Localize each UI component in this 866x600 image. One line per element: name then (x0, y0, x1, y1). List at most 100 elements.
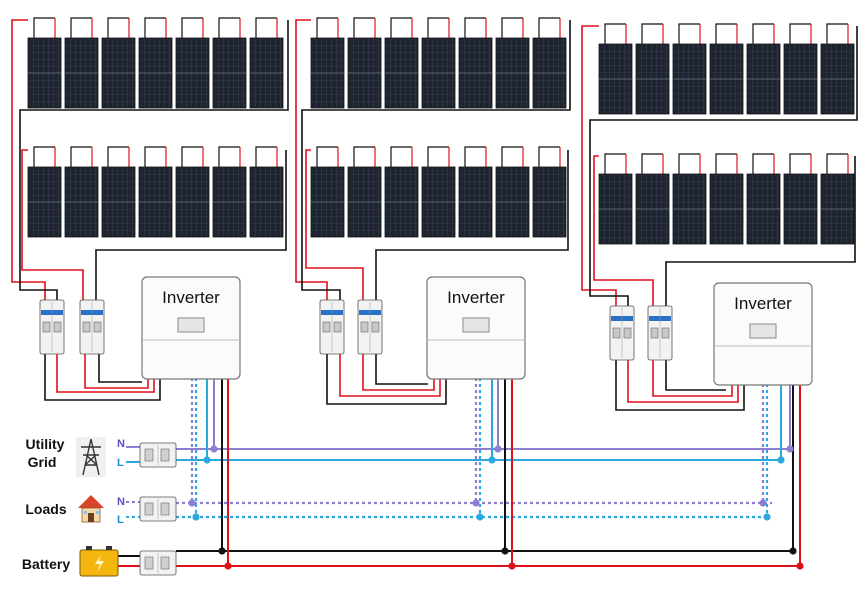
panel-lead (107, 17, 129, 38)
solar-panel (532, 166, 567, 238)
battery-label: Battery (22, 556, 70, 572)
wire (615, 360, 745, 411)
solar-panel (347, 166, 382, 238)
junction-dot (203, 456, 211, 464)
panel-lead (538, 146, 560, 167)
wire (295, 19, 328, 300)
solar-panel (212, 166, 247, 238)
inverter-label: Inverter (447, 288, 505, 307)
loads-l-label: L (117, 514, 124, 526)
wire (19, 20, 289, 300)
solar-panel (495, 166, 530, 238)
solar-panel (310, 166, 345, 238)
solar-panel (746, 43, 781, 115)
solar-panel (249, 166, 284, 238)
inverter-label: Inverter (734, 294, 792, 313)
solar-panel (310, 37, 345, 109)
panel-lead (604, 23, 626, 44)
solar-panel (532, 37, 567, 109)
junction-dot (786, 445, 794, 453)
panel-lead (181, 17, 203, 38)
panel-lead (218, 146, 240, 167)
panel-lead (501, 17, 523, 38)
wire (95, 150, 287, 300)
breaker-icon (319, 299, 345, 355)
transmission-tower-icon (76, 437, 106, 477)
wire (305, 149, 364, 300)
panel-lead (641, 153, 663, 174)
wire (627, 360, 739, 403)
panel-lead (464, 17, 486, 38)
panel-lead (826, 153, 848, 174)
panel-lead (33, 146, 55, 167)
inverter-label: Inverter (162, 288, 220, 307)
wire (84, 354, 149, 389)
wire (98, 354, 142, 383)
panel-lead (316, 17, 338, 38)
solar-panel (635, 173, 670, 245)
solar-panel (495, 37, 530, 109)
panel-lead (181, 146, 203, 167)
solar-panel (672, 173, 707, 245)
panel-lead (427, 17, 449, 38)
wire (589, 26, 858, 306)
breaker-icon (79, 299, 105, 355)
solar-panel (64, 166, 99, 238)
panel-lead (789, 23, 811, 44)
wire (301, 20, 571, 300)
wiring-layer (11, 17, 858, 567)
solar-panel (138, 166, 173, 238)
panel-lead (464, 146, 486, 167)
panel-lead (538, 17, 560, 38)
junction-dot (508, 562, 516, 570)
solar-panel (421, 166, 456, 238)
wire (11, 19, 46, 300)
junction-dot (789, 547, 797, 555)
panel-lead (255, 17, 277, 38)
solar-panel (709, 43, 744, 115)
panel-lead (641, 23, 663, 44)
solar-panel (64, 37, 99, 109)
panel-lead (752, 23, 774, 44)
wire (593, 155, 654, 306)
solar-panel (212, 37, 247, 109)
panel-lead (390, 146, 412, 167)
junction-dot (777, 456, 785, 464)
panel-lead (604, 153, 626, 174)
panel-lead (218, 17, 240, 38)
junction-dot (763, 513, 771, 521)
wire (665, 156, 856, 306)
solar-panel (746, 173, 781, 245)
solar-panel (27, 166, 62, 238)
junction-dot (494, 445, 502, 453)
solar-panel (709, 173, 744, 245)
junction-dot (759, 499, 767, 507)
junction-dot (488, 456, 496, 464)
junction-dot (192, 513, 200, 521)
panel-lead (501, 146, 523, 167)
panel-lead (715, 23, 737, 44)
junction-dot (472, 499, 480, 507)
panel-lead (144, 146, 166, 167)
breaker-icon (139, 496, 177, 522)
devices-layer (39, 299, 804, 576)
solar-panel (384, 37, 419, 109)
breaker-icon (39, 299, 65, 355)
junction-dot (188, 499, 196, 507)
breaker-icon (609, 305, 635, 361)
solar-panel (598, 173, 633, 245)
junction-dot (210, 445, 218, 453)
junction-dot (224, 562, 232, 570)
grid-label-line1: Utility (26, 436, 65, 452)
solar-panel (175, 37, 210, 109)
solar-panel (672, 43, 707, 115)
solar-panel (27, 37, 62, 109)
junction-dot (476, 513, 484, 521)
solar-panel (101, 166, 136, 238)
solar-panel (138, 37, 173, 109)
breaker-icon (647, 305, 673, 361)
junction-dot (796, 562, 804, 570)
panel-lead (678, 23, 700, 44)
panel-lead (353, 17, 375, 38)
wire (375, 354, 428, 385)
